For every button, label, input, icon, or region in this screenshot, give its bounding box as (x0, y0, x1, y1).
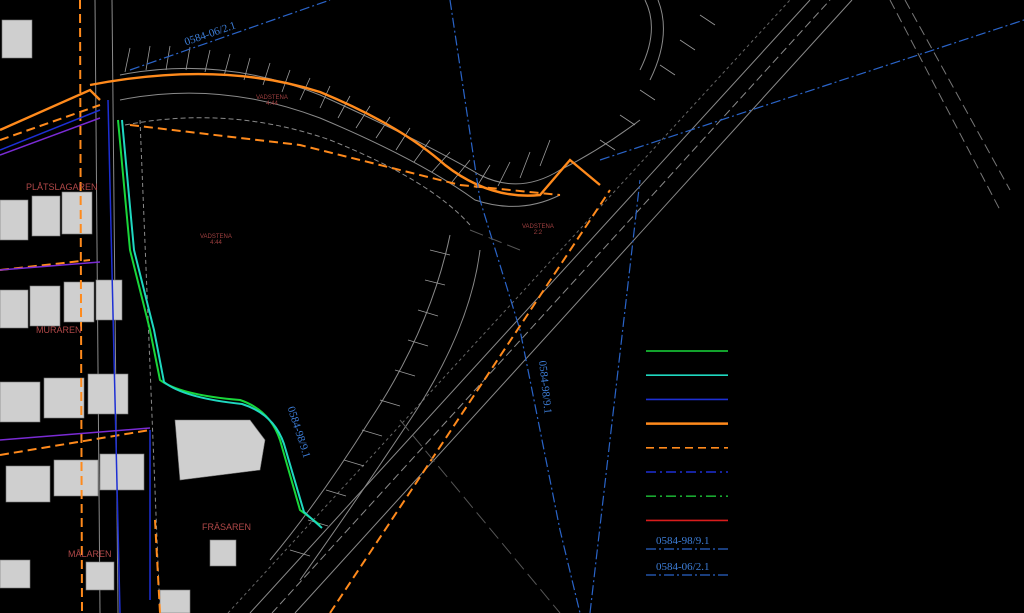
parcel-name: VADSTENA (522, 224, 554, 230)
district-label-malaren: MÅLAREN (68, 549, 112, 559)
orange-dashed-lines (0, 0, 611, 613)
legend-line-samples (646, 350, 728, 576)
orange-utility-lines (0, 72, 601, 197)
parcel-number: 2:2 (533, 230, 543, 236)
parcel-number: 4:44 (210, 240, 222, 246)
parcel-label-1: VADSTENA 4:44 (256, 95, 288, 107)
district-label-frasaren: FRÄSAREN (202, 522, 252, 532)
residential-buildings (0, 19, 266, 613)
green-utility-lines (117, 119, 323, 529)
parcel-name: VADSTENA (256, 95, 288, 101)
parcel-name: VADSTENA (200, 234, 232, 240)
district-label-platslagaren: PLÅTSLAGAREN (26, 182, 98, 192)
property-boundaries (399, 229, 561, 613)
blue-utility-lines (0, 99, 151, 613)
district-label-muraren: MURAREN (36, 325, 82, 335)
parcel-number: 4:44 (266, 101, 278, 107)
parcel-label-2: VADSTENA 4:44 (200, 234, 232, 246)
plan-boundaries (129, 0, 1024, 613)
legend-ref-98-9-1: 0584-98/9.1 (656, 535, 710, 547)
parcel-label-3: VADSTENA 2:2 (522, 224, 554, 236)
legend-ref-06-2-1: 0584-06/2.1 (656, 561, 710, 573)
